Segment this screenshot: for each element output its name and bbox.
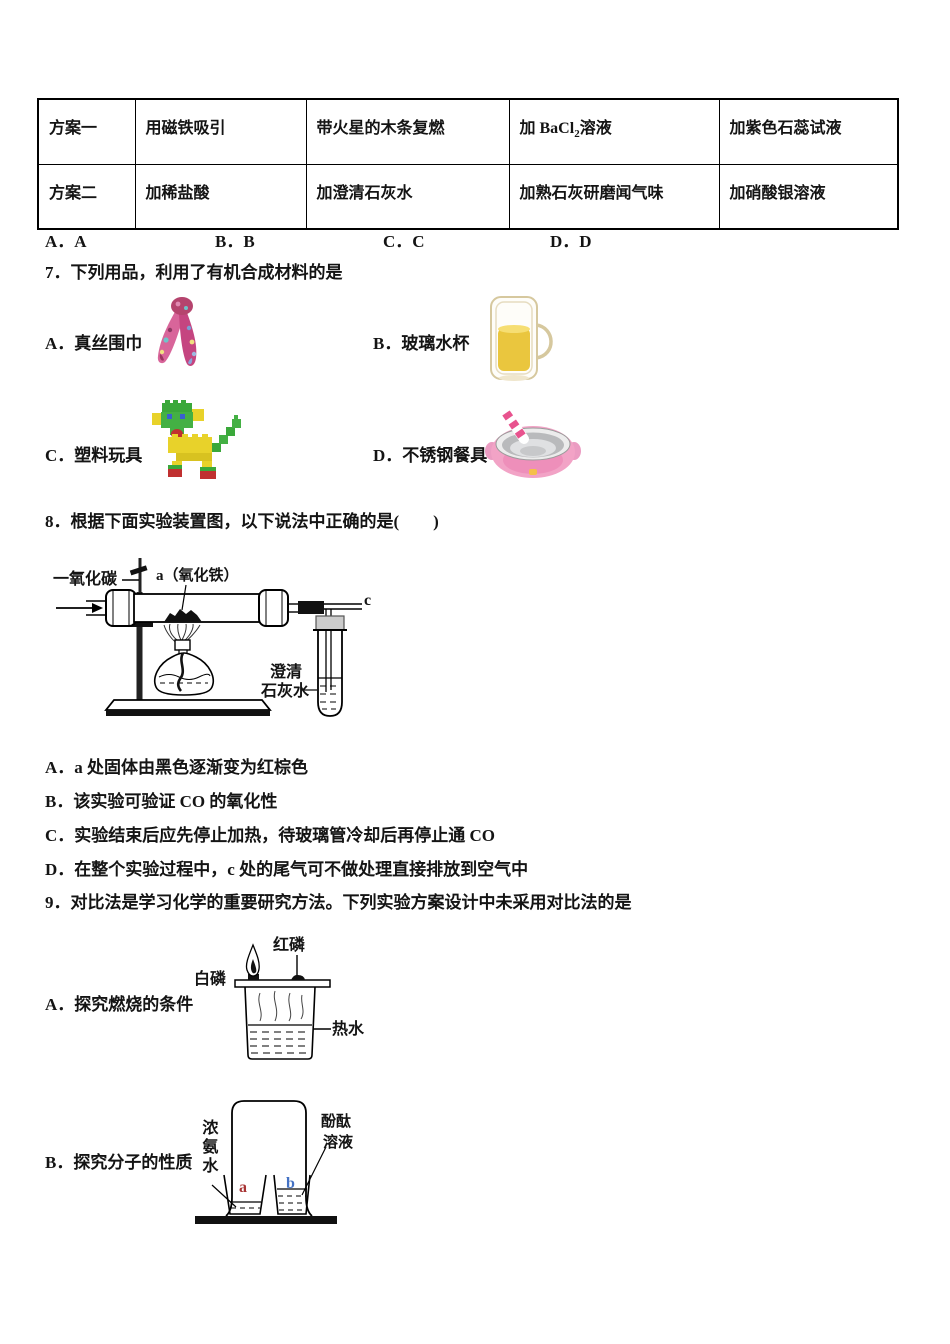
q9-option-b-label: B．探究分子的性质 [45, 1153, 193, 1172]
table-row-scheme1: 方案一 用磁铁吸引 带火星的木条复燃 加 BaCl2溶液 加紫色石蕊试液 [37, 98, 899, 165]
q6-option-d: D．D [550, 232, 592, 251]
q9a-hot-water-label: 热水 [332, 1021, 365, 1038]
q9b-phenolphthalein-label-line2: 溶液 [323, 1135, 354, 1151]
q9b-drawing: a b [195, 1100, 337, 1224]
q9a-combustion-diagram: 红磷 白磷 热水 [190, 933, 375, 1073]
cup-drawing [490, 296, 553, 381]
q8-limewater-label-line1: 澄清 [270, 664, 303, 681]
table-cell: 带火星的木条复燃 [305, 98, 510, 165]
q7-stem: 7．下列用品，利用了有机合成材料的是 [45, 263, 343, 282]
table-cell: 用磁铁吸引 [134, 98, 307, 165]
table-cell: 加硝酸银溶液 [718, 163, 899, 230]
q8-option-d: D．在整个实验过程中，c 处的尾气可不做处理直接排放到空气中 [45, 860, 529, 879]
q7-option-b-label: B．玻璃水杯 [373, 334, 470, 353]
q9a-red-phosphorus-label: 红磷 [273, 937, 306, 954]
q8-apparatus-drawing [56, 558, 362, 717]
q9b-ammonia-label: 浓氨水 [199, 1119, 217, 1176]
q6-option-b: B．B [215, 232, 255, 251]
q6-option-c: C．C [383, 232, 425, 251]
q8-apparatus-diagram: 一氧化碳 a（氧化铁） c 澄清 石灰水 [30, 552, 440, 727]
table-cell-bacl2: 加 BaCl2溶液 [508, 98, 720, 165]
bacl2-pre: 加 BaCl [519, 120, 575, 137]
scarf-drawing [157, 297, 197, 366]
plastic-toy-image [146, 399, 246, 479]
q8-stem: 8．根据下面实验装置图，以下说法中正确的是( ) [45, 512, 439, 531]
q9b-beaker-b-letter: b [286, 1175, 295, 1192]
table-cell: 加稀盐酸 [134, 163, 307, 230]
bacl2-subscript: 2 [574, 128, 580, 141]
table-cell: 加紫色石蕊试液 [718, 98, 899, 165]
table-row-scheme2: 方案二 加稀盐酸 加澄清石灰水 加熟石灰研磨闻气味 加硝酸银溶液 [37, 163, 899, 230]
toy-drawing [152, 400, 241, 479]
q9a-white-phosphorus-label: 白磷 [194, 971, 227, 988]
q7-option-d-label: D．不锈钢餐具 [373, 446, 488, 465]
q8-outlet-label: c [364, 592, 372, 609]
table-cell: 方案二 [37, 163, 136, 230]
q9-stem: 9．对比法是学习化学的重要研究方法。下列实验方案设计中未采用对比法的是 [45, 893, 632, 912]
q8-option-b: B．该实验可验证 CO 的氧化性 [45, 792, 278, 811]
steel-bowl-image [485, 407, 581, 483]
q8-option-c: C．实验结束后应先停止加热，待玻璃管冷却后再停止通 CO [45, 826, 496, 845]
glass-cup-image [479, 295, 559, 383]
q7-option-c-label: C．塑料玩具 [45, 446, 143, 465]
q9b-beaker-a-letter: a [239, 1179, 247, 1196]
scheme-comparison-table: 方案一 用磁铁吸引 带火星的木条复燃 加 BaCl2溶液 加紫色石蕊试液 方案二… [37, 98, 899, 230]
q8-sample-label: a（氧化铁） [156, 568, 239, 584]
bowl-drawing [485, 408, 581, 478]
table-cell: 加熟石灰研磨闻气味 [508, 163, 720, 230]
bacl2-post: 溶液 [579, 120, 612, 137]
q6-option-a: A．A [45, 232, 87, 251]
q9b-phenolphthalein-label-line1: 酚酞 [321, 1114, 352, 1130]
table-cell: 方案一 [37, 98, 136, 165]
silk-scarf-image [152, 296, 212, 370]
q8-option-a: A．a 处固体由黑色逐渐变为红棕色 [45, 758, 309, 777]
q8-gas-label: 一氧化碳 [53, 571, 118, 588]
q7-option-a-label: A．真丝围巾 [45, 334, 143, 353]
q8-limewater-label-line2: 石灰水 [261, 683, 310, 700]
q9-option-a-label: A．探究燃烧的条件 [45, 995, 194, 1014]
table-cell: 加澄清石灰水 [305, 163, 510, 230]
q9b-molecule-diagram: a b 浓氨水 酚酞 溶液 [190, 1085, 370, 1233]
q9a-drawing [234, 943, 331, 1060]
